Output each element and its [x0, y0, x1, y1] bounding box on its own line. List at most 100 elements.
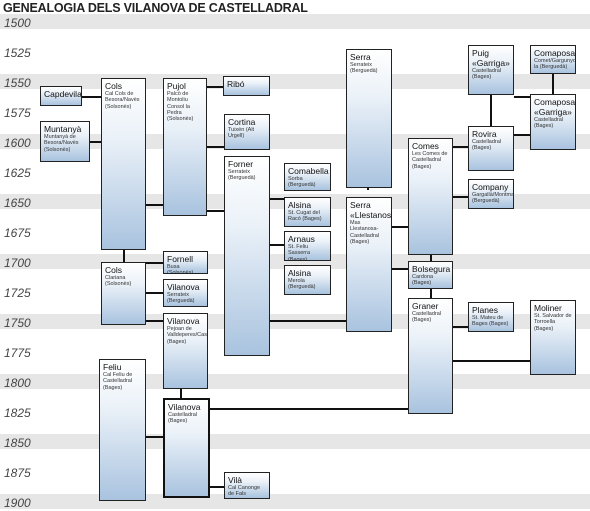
- person-box-vilanova-serrateix[interactable]: Vilanova Serrateix (Berguedà): [163, 279, 208, 307]
- person-name: Vilanova: [168, 402, 201, 412]
- connector-line: [207, 86, 223, 88]
- person-box-muntanya[interactable]: Muntanyà Muntanyà de Besora/Navès (Solso…: [40, 121, 90, 162]
- person-box-puig-garriga[interactable]: Puig «Garriga» Castelladral (Bages): [468, 45, 514, 95]
- person-location: St. Cugat del Racó (Bages): [288, 210, 322, 223]
- person-location: Tuixén (Alt Urgell): [228, 127, 255, 140]
- person-box-capdevila[interactable]: Capdevila: [40, 86, 82, 106]
- person-box-vilanova-castelladral[interactable]: Vilanova Castelladral (Bages): [163, 398, 210, 498]
- person-name: Cortina: [228, 117, 256, 127]
- person-name: Cols: [105, 265, 123, 275]
- person-box-company[interactable]: Company Gargallà/Montmajor (Berguedà): [468, 179, 514, 209]
- person-location: Comet/Gargunyo la (Berguedà): [534, 58, 576, 71]
- connector-line: [453, 360, 530, 362]
- connector-line: [146, 204, 164, 206]
- connector-line: [392, 268, 408, 270]
- connector-line: [392, 226, 408, 228]
- person-location: Cal Feliu de Castelladral (Bages): [103, 372, 133, 391]
- connector-line: [208, 486, 224, 488]
- person-location: St. Feliu Sasserra (Bages): [288, 244, 311, 261]
- person-box-comes[interactable]: Comes Les Comes de Castelladral (Bages): [408, 138, 453, 255]
- person-box-fornell[interactable]: Fornell Busa (Solsonès): [163, 251, 208, 274]
- person-name: Ribó: [227, 79, 245, 89]
- person-name: Alsina: [288, 268, 312, 278]
- connector-line: [514, 134, 530, 136]
- connector-line: [146, 436, 164, 438]
- person-box-serra-llestanosa[interactable]: Serra «Llestanosa» Mas Llestanosa-Castel…: [346, 197, 392, 332]
- person-box-vila[interactable]: Vilà Cal Canonge de Fals (Bages): [224, 472, 270, 499]
- person-box-vilanova-pejoan[interactable]: Vilanova Pejoan de Valldeperes/Castellad…: [163, 313, 208, 389]
- person-location: Cal Canonge de Fals (Bages): [228, 485, 261, 498]
- person-box-cols-clariana[interactable]: Cols Clariana (Solsonès): [101, 262, 146, 325]
- person-box-planes[interactable]: Planes St. Mateu de Bages (Bages): [468, 302, 514, 332]
- connector-line: [82, 96, 102, 98]
- person-box-pujol[interactable]: Pujol Palcò de Montoliu Consol la Pedra …: [163, 78, 207, 216]
- person-location: Serrateix (Berguedà): [228, 169, 256, 182]
- person-box-graner[interactable]: Graner Castelladral (Bages): [408, 298, 453, 414]
- person-box-alsina-merola[interactable]: Alsina Merola (Berguedà): [284, 265, 331, 295]
- person-name: Serra: [350, 52, 371, 62]
- connector-line: [552, 74, 554, 96]
- person-box-comabella[interactable]: Comabella Sorba (Berguedà): [284, 163, 331, 191]
- person-box-comaposada-garriga[interactable]: Comaposada «Garriga» Castelladral (Bages…: [530, 94, 576, 150]
- person-name: Puig «Garriga»: [472, 48, 510, 68]
- person-box-forner[interactable]: Forner Serrateix (Berguedà): [224, 156, 270, 356]
- year-label: 1875: [4, 466, 31, 480]
- person-location: Sorba (Berguedà): [288, 176, 316, 189]
- person-name: Graner: [412, 301, 439, 311]
- person-box-moliner[interactable]: Moliner St. Salvador de Torroella (Bages…: [530, 300, 576, 375]
- timeline-band: [0, 434, 590, 449]
- year-label: 1675: [4, 226, 31, 240]
- year-label: 1750: [4, 316, 31, 330]
- connector-line: [270, 244, 284, 246]
- person-location: Castelladral (Bages): [412, 311, 442, 324]
- timeline-band: [0, 29, 590, 44]
- person-location: Serrateix (Berguedà): [350, 62, 378, 75]
- person-box-rovira[interactable]: Rovira Castelladral (Bages): [468, 126, 514, 171]
- person-name: Serra «Llestanosa»: [350, 200, 392, 220]
- connector-line: [270, 198, 284, 200]
- person-location: Serrateix (Berguedà): [167, 292, 195, 305]
- connector-line: [207, 210, 224, 212]
- person-box-feliu[interactable]: Feliu Cal Feliu de Castelladral (Bages): [99, 359, 146, 501]
- year-label: 1625: [4, 166, 31, 180]
- timeline-band: [0, 14, 590, 29]
- person-name: Cols: [105, 81, 123, 91]
- year-label: 1700: [4, 256, 31, 270]
- person-box-comaposada[interactable]: Comaposada Comet/Gargunyo la (Berguedà): [530, 45, 576, 74]
- year-label: 1500: [4, 16, 31, 30]
- person-name: Capdevila: [44, 89, 82, 99]
- connector-line: [90, 141, 102, 143]
- person-box-bolsegura[interactable]: Bolsegura Cardona (Bages): [408, 261, 453, 289]
- person-location: St. Salvador de Torroella (Bages): [534, 313, 572, 332]
- year-label: 1550: [4, 76, 31, 90]
- person-location: Cardona (Bages): [412, 274, 434, 287]
- connector-line: [207, 146, 224, 148]
- year-label: 1775: [4, 346, 31, 360]
- connector-line: [514, 96, 530, 98]
- person-box-cols[interactable]: Cols Cal Cols de Besora/Navès (Solsonès): [101, 78, 146, 250]
- person-name: Comaposada «Garriga»: [534, 97, 576, 117]
- year-label: 1825: [4, 406, 31, 420]
- person-location: Castelladral (Bages): [472, 68, 502, 81]
- person-box-alsina-racó[interactable]: Alsina St. Cugat del Racó (Bages): [284, 197, 331, 227]
- person-name: Comabella: [288, 166, 329, 176]
- person-name: Feliu: [103, 362, 122, 372]
- person-name: Vilanova: [167, 282, 200, 292]
- person-location: Muntanyà de Besora/Navès (Solsonès): [44, 134, 79, 153]
- person-location: Castelladral (Bages): [472, 139, 502, 152]
- person-name: Muntanyà: [44, 124, 82, 134]
- person-box-serra[interactable]: Serra Serrateix (Berguedà): [346, 49, 392, 188]
- person-box-cortina[interactable]: Cortina Tuixén (Alt Urgell): [224, 114, 270, 150]
- year-label: 1800: [4, 376, 31, 390]
- connector-line: [210, 408, 408, 410]
- person-location: Mas Llestanosa-Castelladral (Bages): [350, 220, 380, 245]
- person-location: Clariana (Solsonès): [105, 275, 132, 288]
- person-name: Vilanova: [167, 316, 200, 326]
- person-box-arnaus[interactable]: Arnaus St. Feliu Sasserra (Bages): [284, 231, 331, 261]
- person-name: Alsina: [288, 200, 312, 210]
- connector-line: [270, 320, 346, 322]
- connector-line: [146, 320, 164, 322]
- person-location: Cal Cols de Besora/Navès (Solsonès): [105, 91, 140, 110]
- person-name: Vilà: [228, 475, 243, 485]
- person-box-ribo[interactable]: Ribó: [223, 76, 270, 96]
